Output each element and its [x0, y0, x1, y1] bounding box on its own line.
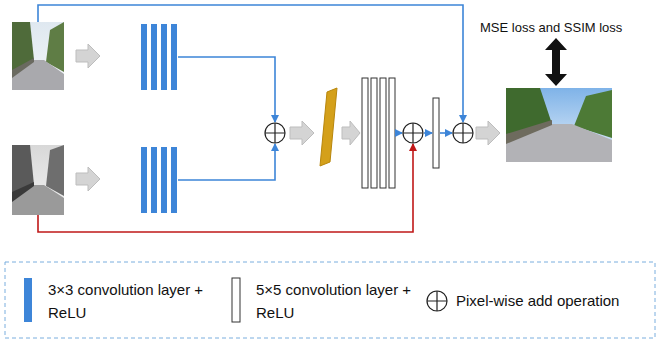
legend-add-sample	[427, 291, 447, 311]
signal-line	[178, 144, 275, 180]
conv3x3-layer	[141, 147, 147, 213]
flow-arrow	[476, 121, 500, 145]
output-image	[506, 88, 612, 162]
conv3x3-layer	[151, 24, 157, 90]
signal-line	[178, 57, 275, 122]
conv5x5-layer	[380, 78, 386, 188]
add-operator	[453, 123, 473, 143]
add-operator	[403, 123, 423, 143]
legend-add-sample	[427, 291, 447, 311]
conv3x3-layer	[161, 24, 167, 90]
signal-line	[38, 5, 463, 180]
legend-add-sample	[427, 291, 447, 311]
feature-block	[320, 88, 337, 166]
conv5x5-layer	[433, 98, 439, 168]
gray-input-image	[12, 182, 34, 202]
legend-frame	[5, 262, 655, 338]
legend-conv3x3-sample	[24, 278, 32, 322]
legend-text: Pixel-wise add operation	[456, 289, 619, 312]
add-operator	[265, 123, 285, 143]
output-image	[506, 88, 612, 162]
signal-line	[440, 132, 452, 134]
add-operator	[403, 123, 423, 143]
legend-conv5x5-sample	[232, 278, 240, 322]
conv3x3-layer	[151, 147, 157, 213]
conv3x3-layer	[171, 24, 177, 90]
color-input-image	[12, 58, 34, 78]
conv5x5-layer	[371, 78, 377, 188]
legend-text: 3×3 convolution layer + ReLU	[48, 278, 216, 324]
flow-arrow	[76, 44, 100, 68]
color-input-image	[12, 22, 64, 90]
skip-line	[38, 144, 413, 232]
flow-arrow	[290, 121, 314, 145]
flow-arrow	[342, 121, 360, 145]
conv3x3-layer	[141, 24, 147, 90]
conv3x3-layer	[161, 147, 167, 213]
output-image	[506, 120, 552, 144]
loss-arrow	[545, 38, 567, 86]
flow-arrow	[76, 167, 100, 191]
loss-label: MSE loss and SSIM loss	[478, 20, 624, 35]
add-operator	[453, 123, 473, 143]
conv3x3-layer	[171, 147, 177, 213]
color-input-image	[12, 60, 64, 90]
add-operator	[265, 123, 285, 143]
conv5x5-layer	[389, 78, 395, 188]
add-operator	[265, 123, 473, 143]
flow-arrow	[76, 44, 500, 191]
signal-line	[396, 132, 402, 134]
conv5x5-layer	[362, 78, 368, 188]
gray-input-image	[12, 145, 64, 215]
conv3x3-layer	[141, 24, 177, 213]
color-input-image	[12, 22, 64, 90]
legend-text: 5×5 convolution layer + ReLU	[256, 278, 424, 324]
signal-line	[38, 5, 463, 122]
signal-line	[424, 132, 432, 134]
conv5x5-layer	[362, 78, 439, 188]
gray-input-image	[12, 145, 64, 215]
